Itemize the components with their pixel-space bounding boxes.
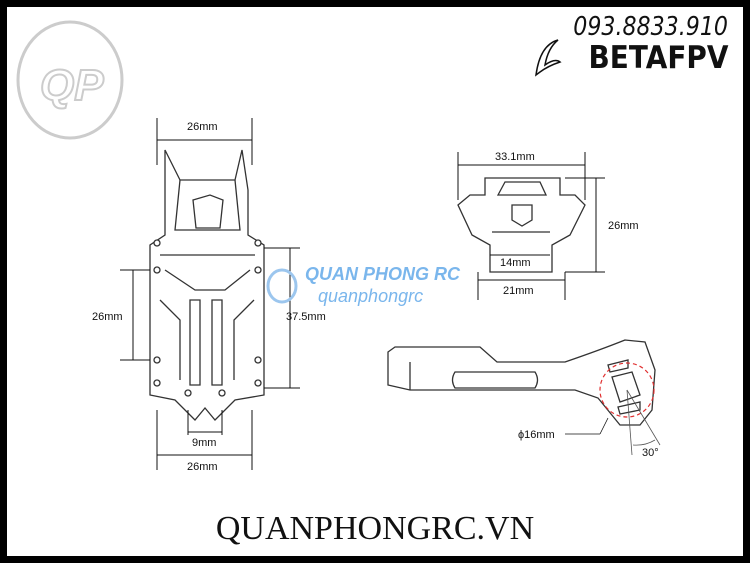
front-view-drawing: [457, 177, 586, 273]
dim-front-height: 26mm: [608, 220, 639, 232]
phone-number: 093.8833.910: [573, 12, 728, 42]
watermark-logo: [266, 268, 298, 304]
watermark-subtitle: quanphongrc: [318, 286, 424, 306]
dim-front-base: 21mm: [503, 285, 534, 297]
dim-right-height: 37.5mm: [286, 311, 326, 323]
footer-website: QUANPHONGRC.VN: [215, 510, 535, 547]
dim-left-height: 26mm: [92, 311, 123, 323]
dim-side-angle: 30°: [642, 447, 659, 459]
front-view-dimension-lines: [457, 152, 605, 300]
diameter-circle: [599, 362, 655, 418]
betafpv-logo-icon: [535, 39, 562, 77]
dim-front-inner: 14mm: [500, 257, 531, 269]
qp-logo: QP: [16, 20, 124, 140]
dim-front-width: 33.1mm: [495, 151, 535, 163]
side-view-dimension-lines: [565, 389, 661, 456]
dim-bottom-width: 26mm: [187, 461, 218, 473]
top-view-drawing: [149, 149, 265, 421]
brand-name: BETAFPV: [588, 40, 728, 76]
watermark-title: QUAN PHONG RC: [305, 264, 461, 284]
top-view-dimension-lines: [120, 118, 300, 470]
dim-bottom-gap: 9mm: [192, 437, 216, 449]
dim-top-width: 26mm: [187, 121, 218, 133]
svg-text:QP: QP: [40, 61, 104, 110]
image-frame: [7, 7, 743, 556]
side-view-drawing: [387, 339, 656, 426]
dim-side-diameter: ϕ16mm: [518, 429, 555, 441]
